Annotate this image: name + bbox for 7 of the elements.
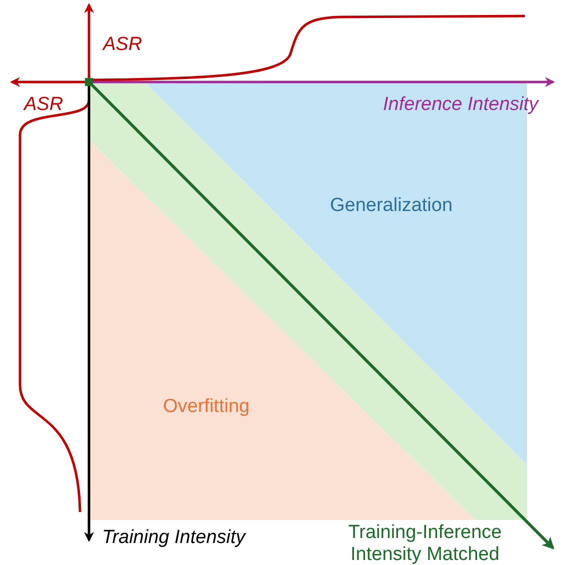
- line-label: Training-Inference Intensity Matched: [347, 522, 503, 565]
- axis-label: ASR: [103, 34, 142, 56]
- axis-label: Inference Intensity: [383, 94, 538, 116]
- axis-label: Training Intensity: [102, 527, 246, 549]
- axis-label: ASR: [24, 94, 64, 116]
- region-label: Generalization: [330, 195, 453, 217]
- region-label: Overfitting: [163, 396, 250, 418]
